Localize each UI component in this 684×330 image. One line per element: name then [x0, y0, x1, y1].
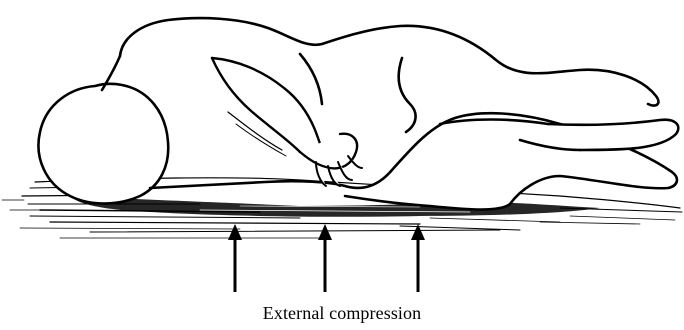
compression-arrow-left	[228, 224, 242, 292]
compression-arrow-middle	[318, 224, 332, 292]
arm	[212, 58, 362, 186]
compression-arrow-right	[411, 224, 425, 292]
head	[38, 84, 168, 204]
compression-arrows	[228, 224, 425, 292]
figure-caption: External compression	[0, 303, 684, 324]
body	[102, 18, 678, 209]
